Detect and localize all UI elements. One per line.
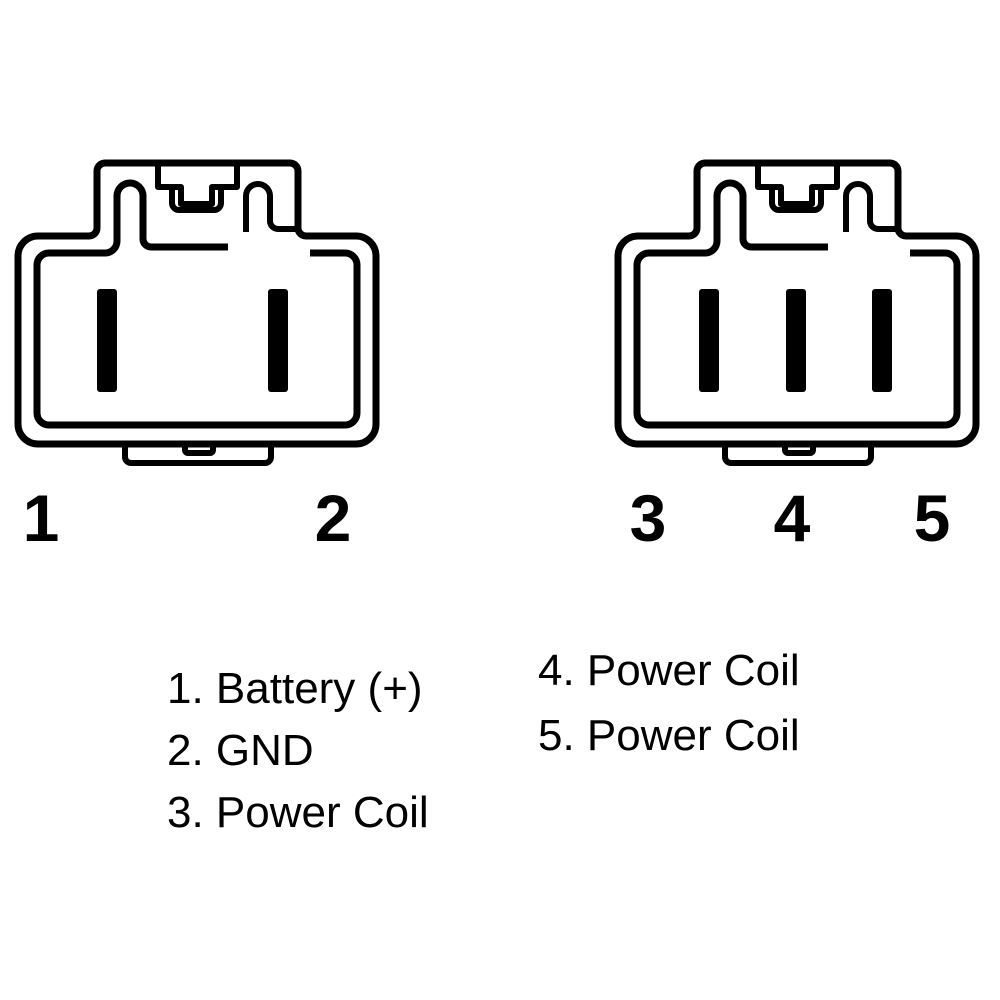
pin-number-label: 1	[22, 481, 60, 555]
pin-blade	[872, 289, 892, 392]
legend-item: 5. Power Coil	[538, 711, 800, 760]
connector-3pin	[612, 157, 982, 469]
pin-blade	[268, 289, 288, 392]
pin-blade	[97, 289, 117, 392]
pin-blade	[786, 289, 806, 392]
pin-number-label: 5	[913, 481, 951, 555]
pin-number-label: 2	[314, 481, 352, 555]
pin-group	[97, 289, 288, 392]
pin-group	[699, 289, 892, 392]
legend-column-right: 4. Power Coil 5. Power Coil	[538, 638, 800, 768]
pin-blade	[699, 289, 719, 392]
legend-item: 2. GND	[167, 726, 314, 775]
legend-item: 4. Power Coil	[538, 646, 800, 695]
pin-number-label: 4	[773, 481, 811, 555]
legend-item: 1. Battery (+)	[167, 664, 423, 713]
legend-item: 3. Power Coil	[167, 788, 429, 837]
legend-column-left: 1. Battery (+) 2. GND 3. Power Coil	[167, 658, 429, 844]
pin-number-label: 3	[629, 481, 667, 555]
connector-2pin	[12, 157, 382, 469]
